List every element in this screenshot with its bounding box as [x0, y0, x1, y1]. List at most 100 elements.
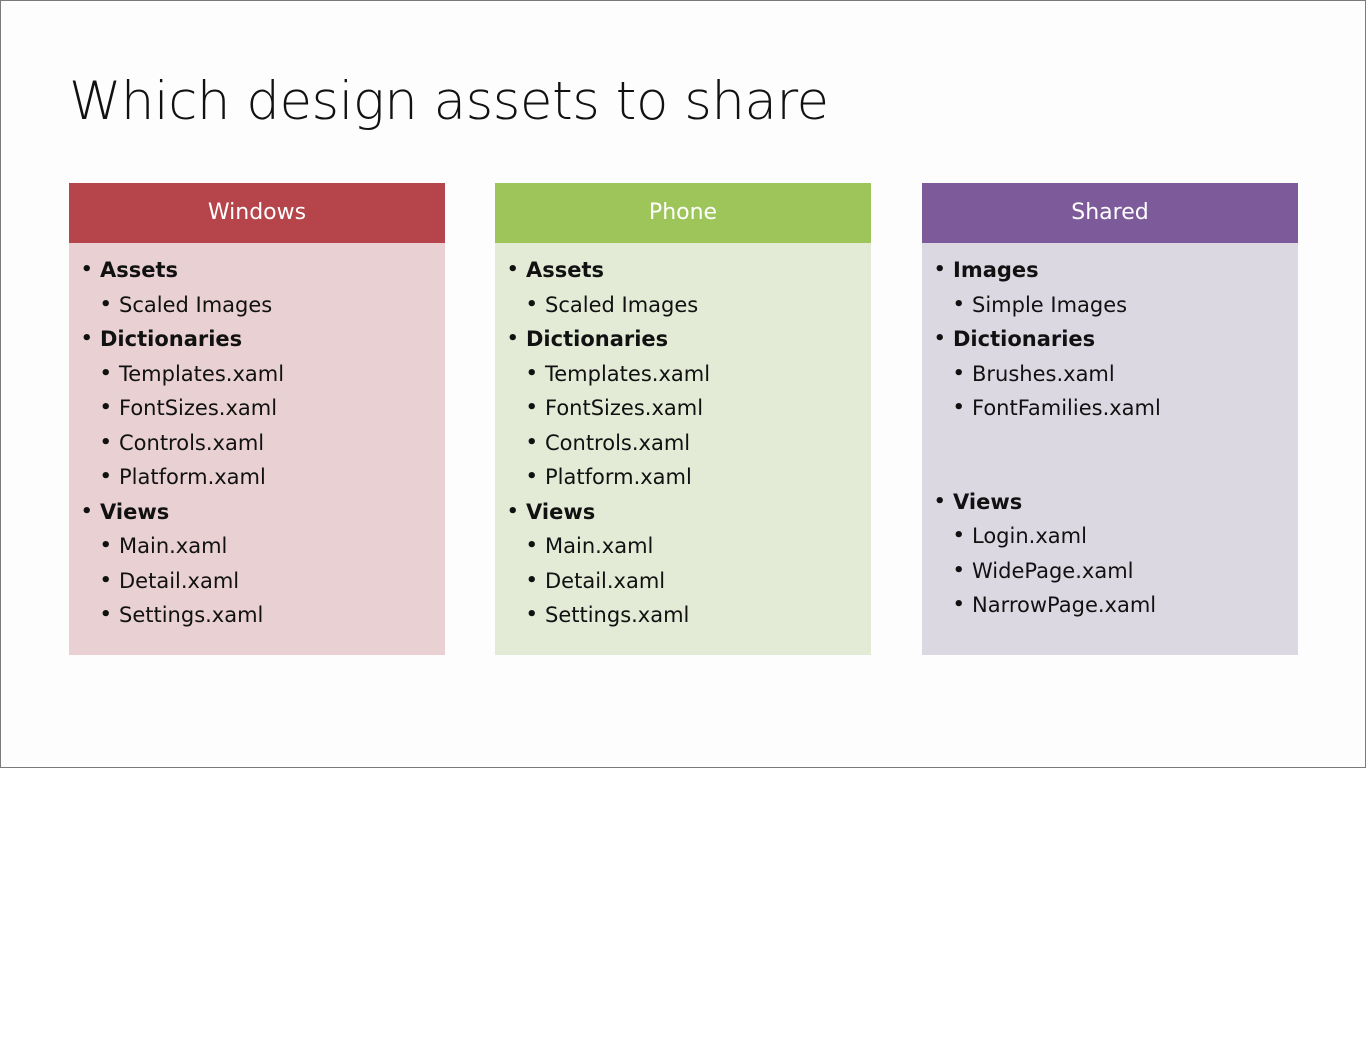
- bullet-icon: •: [934, 490, 946, 512]
- list-sub-item: •FontSizes.xaml: [69, 391, 445, 426]
- list-heading-item: • Dictionaries: [922, 322, 1298, 357]
- column-body-windows: • Assets • Scaled Images • Dictionaries • Templ…: [69, 243, 445, 655]
- list-sub-item: • Controls.xaml: [69, 426, 445, 461]
- list-heading-item: • Dictionaries: [495, 322, 871, 357]
- column-windows: Windows • Assets • Scaled Images • Dictionari…: [69, 183, 445, 655]
- list-sub-item: • Settings.xaml: [69, 598, 445, 633]
- item-text: NarrowPage.xaml: [972, 593, 1157, 617]
- item-text: FontFamilies.xaml: [972, 396, 1161, 420]
- bullet-icon: •: [81, 500, 93, 522]
- bullet-icon: •: [526, 535, 538, 556]
- list-heading-item: • Assets: [69, 253, 445, 288]
- bullet-icon: •: [100, 293, 112, 315]
- item-list-windows: • Assets • Scaled Images • Dictionaries • Templ…: [69, 253, 445, 633]
- bullet-icon: •: [507, 328, 519, 349]
- item-text: Assets: [100, 258, 179, 282]
- item-text: Platform.xaml: [545, 465, 692, 489]
- list-sub-item: • NarrowPage.xaml: [922, 588, 1298, 623]
- item-text: Templates.xaml: [119, 361, 285, 386]
- bullet-icon: •: [100, 466, 112, 487]
- item-list-phone: • Assets • Scaled Images • Dictionaries • Templ…: [495, 253, 871, 633]
- bullet-icon: •: [934, 328, 946, 349]
- item-text: Detail.xaml: [545, 568, 666, 593]
- list-sub-item: • Templates.xaml: [495, 357, 871, 392]
- bullet-icon: •: [526, 293, 538, 315]
- list-sub-item: • Templates.xaml: [69, 357, 445, 392]
- item-text: Login.xaml: [972, 524, 1087, 548]
- list-sub-item: •Settings.xaml: [495, 598, 871, 633]
- list-heading-item: • Views: [495, 495, 871, 530]
- column-header-shared: Shared: [922, 183, 1298, 243]
- item-text: Controls.xaml: [119, 430, 265, 455]
- bullet-icon: •: [953, 594, 965, 615]
- bullet-icon: •: [526, 397, 538, 418]
- item-text: Views: [953, 489, 1023, 514]
- list-sub-item: • Detail.xaml: [495, 564, 871, 599]
- list-sub-item: • Controls.xaml: [495, 426, 871, 461]
- bullet-icon: •: [953, 525, 965, 546]
- column-body-phone: • Assets • Scaled Images • Dictionaries • Templ…: [495, 243, 871, 655]
- list-sub-item: • Platform.xaml: [69, 460, 445, 495]
- bullet-icon: •: [953, 362, 965, 384]
- list-sub-item: •Simple Images: [922, 288, 1298, 323]
- list-sub-item: • FontSizes.xaml: [495, 391, 871, 426]
- item-text: Dictionaries: [953, 327, 1096, 351]
- list-sub-item: •FontFamilies.xaml: [922, 391, 1298, 426]
- item-text: FontSizes.xaml: [545, 396, 704, 420]
- list-heading-item: • Views: [69, 495, 445, 530]
- bullet-icon: •: [934, 259, 946, 280]
- bullet-icon: •: [507, 500, 519, 522]
- bullet-icon: •: [100, 569, 112, 591]
- bullet-icon: •: [526, 466, 538, 487]
- list-sub-item: • Main.xaml: [495, 529, 871, 564]
- list-heading-item: • Images: [922, 253, 1298, 288]
- list-spacer: [922, 426, 1298, 485]
- item-text: Assets: [526, 258, 605, 282]
- item-text: Views: [100, 499, 170, 524]
- item-text: Platform.xaml: [119, 465, 266, 489]
- bullet-icon: •: [100, 535, 112, 556]
- bullet-icon: •: [100, 397, 112, 418]
- bullet-icon: •: [100, 431, 112, 453]
- list-sub-item: • Brushes.xaml: [922, 357, 1298, 392]
- item-text: Controls.xaml: [545, 430, 691, 455]
- column-shared: Shared •Images•Simple Images•Dictionarie…: [922, 183, 1298, 655]
- item-text: Main.xaml: [545, 534, 654, 558]
- bullet-icon: •: [526, 362, 538, 384]
- list-heading-item: • Dictionaries: [69, 322, 445, 357]
- list-heading-item: • Views: [922, 485, 1298, 520]
- item-text: WidePage.xaml: [972, 558, 1134, 583]
- bullet-icon: •: [100, 604, 112, 625]
- bullet-icon: •: [953, 559, 965, 581]
- bullet-icon: •: [100, 362, 112, 384]
- slide: Which design assets to share Windows •As…: [0, 0, 1366, 768]
- item-text: Detail.xaml: [119, 568, 240, 593]
- item-text: Main.xaml: [119, 534, 228, 558]
- item-text: Scaled Images: [119, 292, 273, 317]
- bullet-icon: •: [953, 293, 965, 315]
- item-text: Dictionaries: [526, 327, 669, 351]
- item-text: Dictionaries: [100, 327, 243, 351]
- bullet-icon: •: [81, 259, 93, 280]
- column-header-windows: Windows: [69, 183, 445, 243]
- list-sub-item: • Main.xaml: [69, 529, 445, 564]
- bullet-icon: •: [526, 604, 538, 625]
- bullet-icon: •: [526, 569, 538, 591]
- item-text: Images: [953, 258, 1039, 282]
- column-phone: Phone •Assets•Scaled Images•Dictionaries…: [495, 183, 871, 655]
- item-text: Settings.xaml: [119, 603, 264, 627]
- list-sub-item: • Scaled Images: [69, 288, 445, 323]
- list-sub-item: • Detail.xaml: [69, 564, 445, 599]
- bullet-icon: •: [81, 328, 93, 349]
- bullet-icon: •: [526, 431, 538, 453]
- list-sub-item: • Login.xaml: [922, 519, 1298, 554]
- bullet-icon: •: [507, 259, 519, 280]
- item-list-shared: •Images•Simple Images•Dictionaries•Brush…: [922, 253, 1298, 623]
- list-sub-item: • Platform.xaml: [495, 460, 871, 495]
- item-text: Scaled Images: [545, 292, 699, 317]
- item-text: Brushes.xaml: [972, 361, 1115, 386]
- item-text: Views: [526, 499, 596, 524]
- item-text: Templates.xaml: [545, 361, 711, 386]
- list-sub-item: • Scaled Images: [495, 288, 871, 323]
- column-body-shared: •Images•Simple Images•Dictionaries•Brush…: [922, 243, 1298, 655]
